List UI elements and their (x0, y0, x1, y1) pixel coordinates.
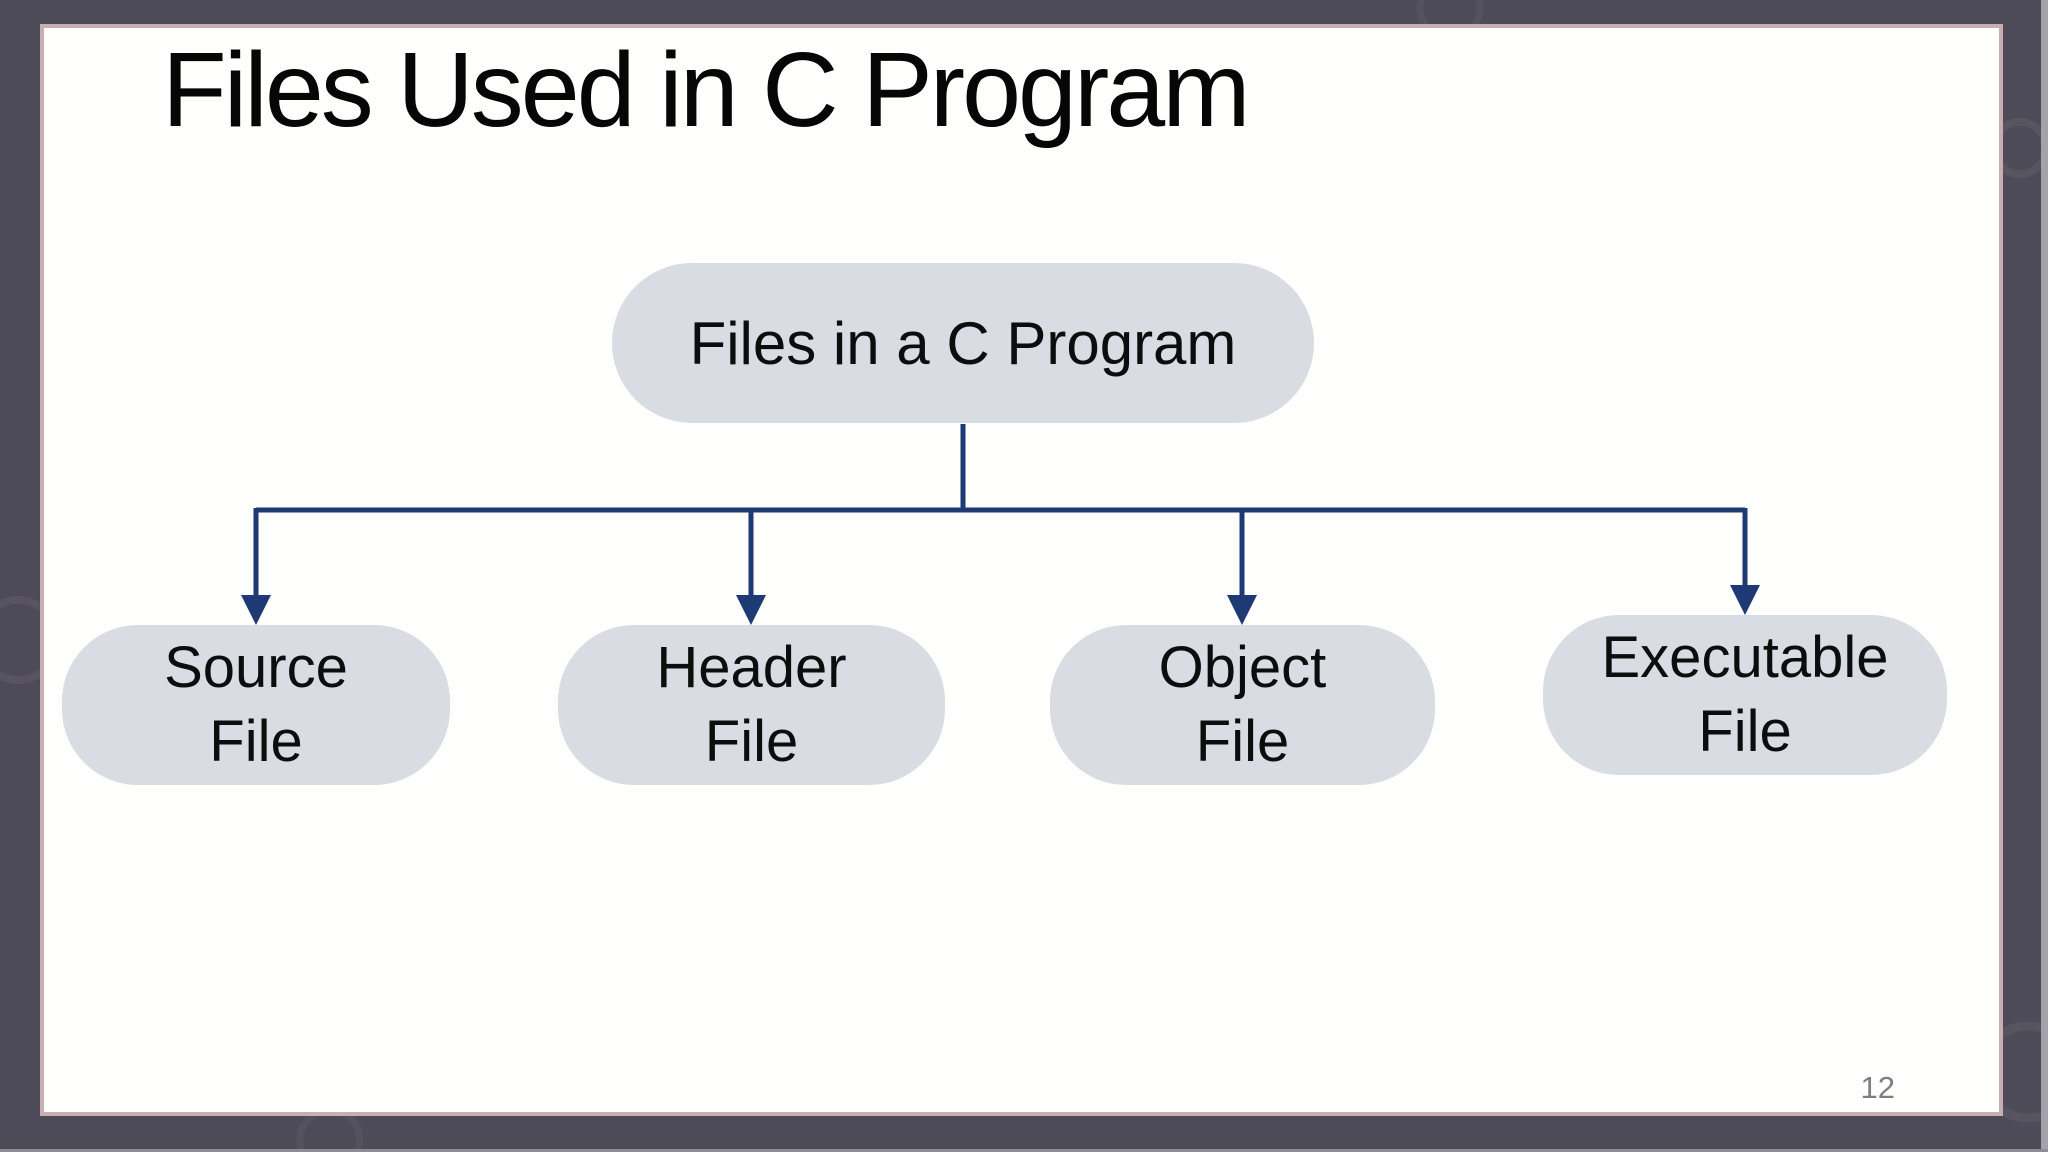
node-files-in-a-c-program: Files in a C Program (612, 263, 1314, 423)
node-label-line: File (1698, 699, 1792, 764)
page-number: 12 (1860, 1070, 1895, 1105)
node-label-line: File (1195, 709, 1290, 774)
arrowhead-object (1227, 595, 1257, 625)
frame-bottom-highlight (0, 1149, 2048, 1152)
slide-canvas (40, 24, 2003, 1116)
node-label-line: Executable (1601, 625, 1889, 690)
node-source-file: Source File (62, 625, 450, 785)
node-object-file: Object File (1050, 625, 1435, 785)
arrowhead-source (241, 595, 271, 625)
node-label: Files in a C Program (689, 309, 1237, 377)
node-header-file: Header File (558, 625, 945, 785)
slide-title: Files Used in C Program (162, 31, 1251, 149)
node-label-line: Header (656, 635, 847, 700)
node-label-line: File (209, 709, 303, 774)
node-label-line: File (704, 709, 799, 774)
arrowhead-header (736, 595, 766, 625)
node-label-line: Object (1158, 635, 1327, 700)
frame-right-highlight (2041, 0, 2048, 1152)
node-executable-file: Executable File (1543, 615, 1947, 775)
arrowhead-executable (1730, 585, 1760, 615)
node-label-line: Source (164, 635, 348, 700)
